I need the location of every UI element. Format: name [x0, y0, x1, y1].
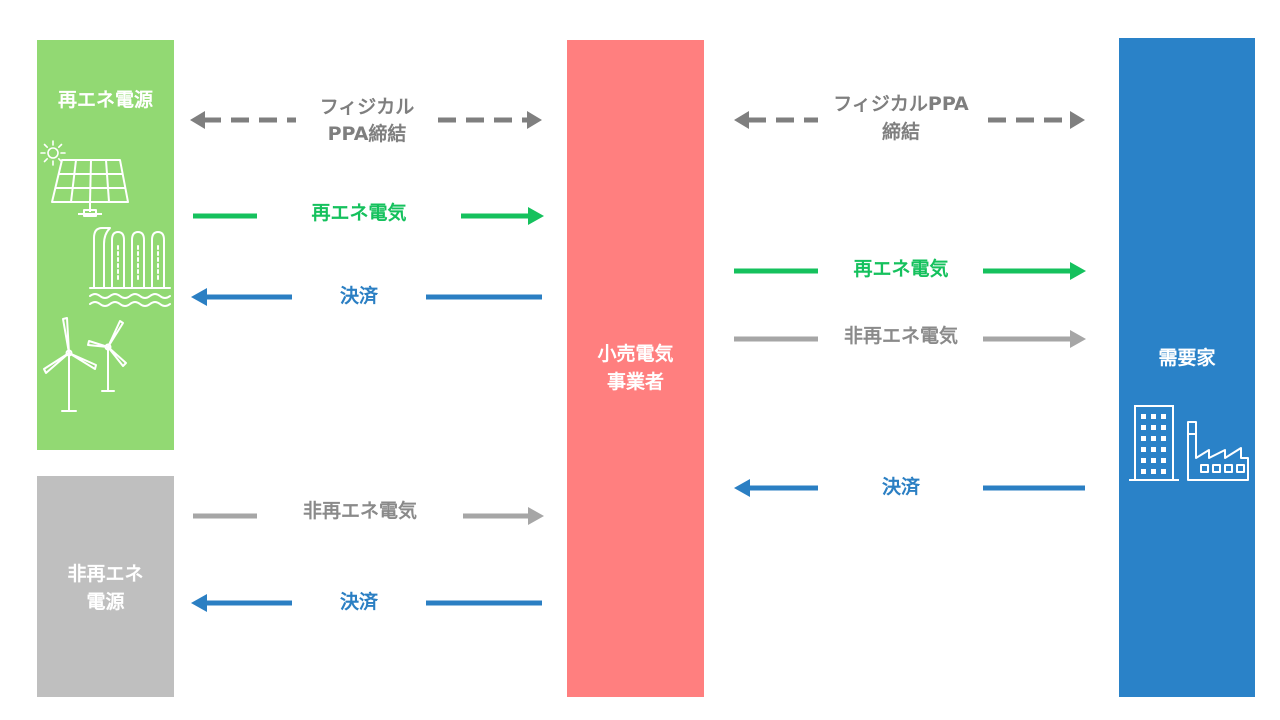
hydro-dam-icon [89, 227, 171, 307]
nonrenewable-source-label-line2: 電源 [86, 591, 125, 613]
consumer-box: 需要家 [1119, 38, 1255, 697]
right-settlement-label: 決済 [881, 476, 921, 498]
right-ppa-label-line2: 締結 [881, 121, 921, 143]
wind-turbine-icon [43, 317, 127, 412]
left-nonrenewable-power-label: 非再エネ電気 [302, 500, 418, 522]
retailer-box: 小売電気 事業者 [567, 40, 704, 697]
right-ppa-label-line1: フィジカルPPA [833, 93, 969, 115]
sun-icon [40, 140, 66, 166]
nonrenewable-source-box: 非再エネ 電源 [37, 476, 174, 697]
right-renewable-power-arrow [734, 262, 1086, 280]
left-ppa-arrow [190, 111, 542, 129]
left-settlement-arrow-nonrenewable [191, 594, 542, 612]
right-settlement-arrow [734, 479, 1085, 497]
left-nonrenewable-power-arrow [193, 507, 544, 525]
factory-icon [1187, 421, 1249, 481]
retailer-label-line2: 事業者 [606, 371, 664, 393]
solar-panel-icon [51, 159, 129, 217]
left-settlement-arrow-renewable [191, 288, 542, 306]
left-settlement-label-renewable: 決済 [339, 285, 379, 307]
right-nonrenewable-power-arrow [734, 330, 1086, 348]
right-nonrenewable-power-label: 非再エネ電気 [843, 325, 959, 347]
retailer-label-line1: 小売電気 [597, 343, 674, 365]
nonrenewable-source-label-line1: 非再エネ [67, 563, 144, 585]
office-building-icon [1129, 405, 1179, 481]
right-ppa-arrow [734, 111, 1085, 129]
left-renewable-power-arrow [193, 207, 544, 225]
renewable-source-label: 再エネ電源 [57, 89, 153, 111]
left-renewable-power-label: 再エネ電気 [311, 202, 407, 224]
left-settlement-label-nonrenewable: 決済 [339, 591, 379, 613]
left-ppa-label-line1: フィジカル [319, 96, 415, 118]
right-renewable-power-label: 再エネ電気 [853, 258, 949, 280]
consumer-label: 需要家 [1158, 347, 1216, 369]
left-ppa-label-line2: PPA締結 [327, 123, 407, 145]
